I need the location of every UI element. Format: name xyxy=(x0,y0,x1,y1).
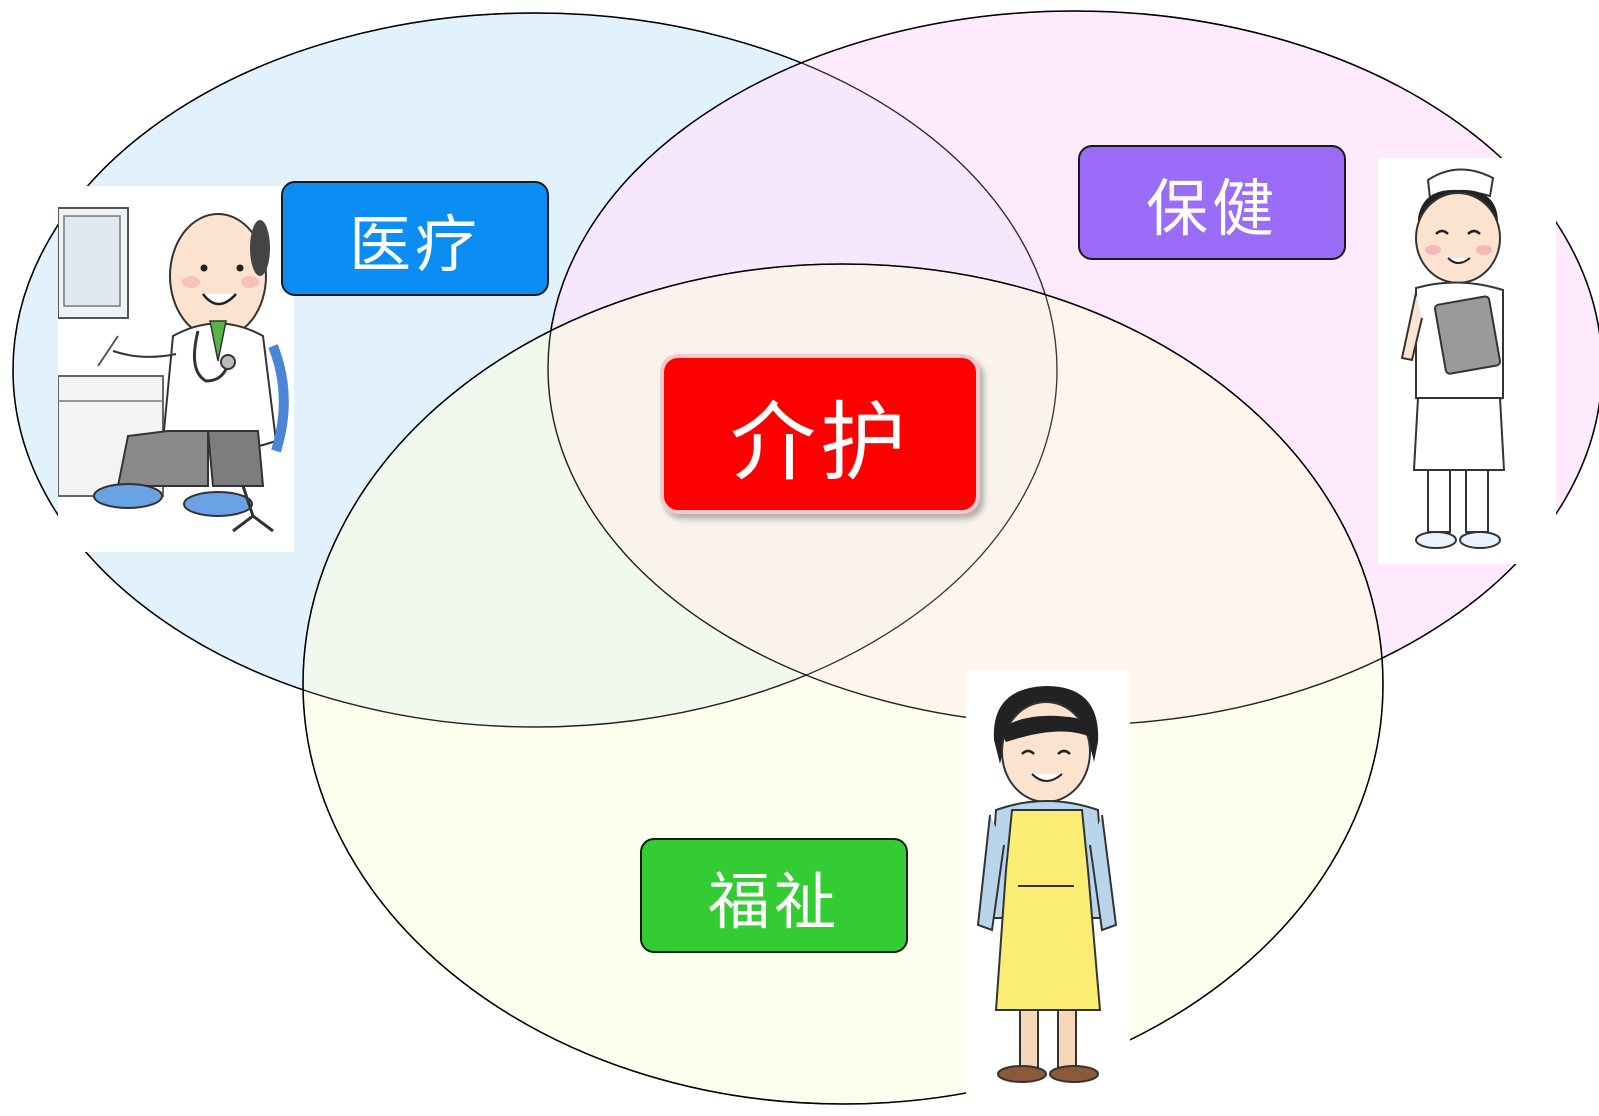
circle-medical-outline xyxy=(12,12,1058,728)
circle-welfare-outline xyxy=(302,263,1384,1105)
nurse-illustration xyxy=(1378,158,1556,564)
label-care-center: 介护 xyxy=(660,354,980,514)
label-health: 保健 xyxy=(1078,145,1346,260)
doctor-illustration xyxy=(58,186,294,552)
label-medical: 医疗 xyxy=(281,181,549,296)
label-welfare: 福祉 xyxy=(640,838,908,953)
caregiver-in-apron-illustration xyxy=(966,670,1130,1102)
